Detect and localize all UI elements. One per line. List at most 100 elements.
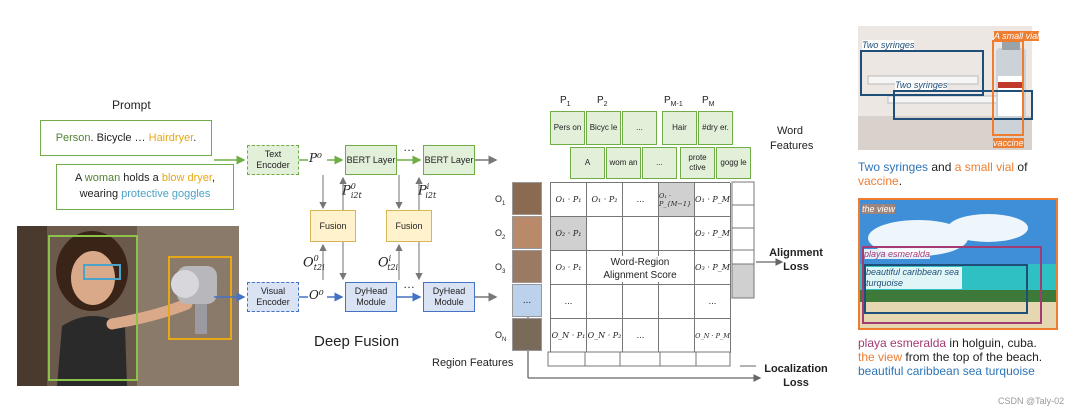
alignment-grid-center-label: Word-Region Alignment Score	[590, 256, 690, 282]
prompt-box-categories: Person. Bicycle … Hairdryer.	[40, 120, 212, 156]
alignment-cell: O₁ · P₁	[551, 183, 587, 217]
prompt-categories-text: Person. Bicycle … Hairdryer.	[56, 132, 197, 144]
word-cell-row2: gogg le	[716, 147, 751, 179]
symbol-o-t2i-i: Oit2i	[378, 254, 399, 272]
ex1-label-vial: A small vial	[994, 31, 1040, 41]
word-features-label: Word Features	[770, 125, 814, 152]
bbox-person	[48, 235, 138, 381]
alignment-cell: O₁ · P₂	[587, 183, 623, 217]
word-cell-row2: prote ctive	[680, 147, 715, 179]
alignment-cell	[623, 217, 659, 251]
bbox-the-view	[858, 198, 1058, 330]
prompt-categories-segment: Person	[55, 132, 91, 144]
alignment-cell	[587, 217, 623, 251]
region-features-label: Region Features	[432, 357, 514, 369]
word-cell-row2: ...	[642, 147, 677, 179]
word-cell-row2: A	[570, 147, 605, 179]
o-label: ON	[495, 330, 507, 343]
bbox-syringe-2	[893, 90, 1033, 120]
alignment-cell: O₁ · P_M	[695, 183, 731, 217]
prompt-caption-segment: ,	[211, 172, 216, 184]
ex2-label-the-view: the view	[862, 204, 896, 214]
alignment-cell	[587, 285, 623, 319]
alignment-cell: O₂ · P_M	[695, 217, 731, 251]
alignment-loss-label: Alignment Loss	[769, 247, 823, 273]
fusion-block-0: Fusion	[310, 210, 356, 242]
ex2-caption-segment: in holguin, cuba.	[946, 336, 1037, 350]
alignment-cell: ...	[551, 285, 587, 319]
ex1-caption-segment: .	[898, 174, 903, 188]
word-cell-row1: #dry er.	[698, 111, 733, 145]
ex1-caption-segment: and	[928, 160, 955, 174]
ex1-label-syringe-1: Two syringes	[862, 40, 915, 50]
bbox-goggles	[83, 264, 121, 280]
text-encoder: Text Encoder	[247, 145, 299, 175]
ex2-label-caribbean: beautiful caribbean sea turquoise	[866, 267, 962, 289]
alignment-cell: O₁ · P_{M−1}	[659, 183, 695, 217]
alignment-cell	[659, 251, 695, 285]
bbox-playa-esmeralda	[862, 246, 1042, 324]
bert-layer-i: BERT Layer	[423, 145, 475, 175]
alignment-cell: ...	[695, 285, 731, 319]
ex1-caption-segment: of	[1014, 160, 1028, 174]
ex1-caption-segment: Two syringes	[858, 160, 929, 174]
prompt-categories-segment: . Bicycle …	[90, 132, 149, 144]
prompt-categories-segment: .	[193, 132, 197, 144]
p-label: PM-1	[664, 95, 683, 108]
o-label: O1	[495, 194, 506, 207]
word-cell-row1: Hair	[662, 111, 697, 145]
region-thumbnail: ...	[512, 284, 542, 317]
ex1-label-syringe-2: Two syringes	[895, 80, 948, 90]
symbol-p-i2t-i: Pii2t	[418, 182, 437, 200]
alignment-cell: ...	[623, 183, 659, 217]
fusion-block-i: Fusion	[386, 210, 432, 242]
bbox-vial	[992, 40, 1024, 136]
prompt-categories-segment: Hairdryer	[148, 132, 194, 144]
region-thumbnail	[512, 182, 542, 215]
symbol-p0: P⁰	[309, 151, 322, 165]
ex1-caption-segment: a small vial	[954, 160, 1015, 174]
region-thumbnail	[512, 250, 542, 283]
p-label: PM	[702, 95, 715, 108]
word-cell-row1: ...	[622, 111, 657, 145]
prompt-caption-line2: wearing protective goggles	[57, 186, 233, 202]
word-cell-row2: wom an	[606, 147, 641, 179]
prompt-caption-segment: protective goggles	[121, 188, 211, 200]
bbox-hairdryer	[168, 256, 232, 340]
ex2-label-playa: playa esmeralda	[864, 249, 931, 259]
ex1-label-vaccine: vaccine	[993, 138, 1024, 148]
watermark: CSDN @Taly-02	[998, 396, 1065, 406]
p-label: P2	[597, 95, 608, 108]
input-photo-illustration	[17, 226, 239, 386]
word-cell-row1: Bicyc le	[586, 111, 621, 145]
localization-loss-label: Localization Loss	[764, 363, 828, 389]
symbol-o-t2i-0: O0t2i	[303, 254, 325, 272]
prompt-caption-line1: A woman holds a blow dryer,	[57, 170, 233, 186]
prompt-caption-segment: blow dryer	[161, 172, 212, 184]
ex2-caption-segment: from the top of the beach.	[902, 350, 1043, 364]
example-syringes-caption: Two syringes and a small vial of vaccine…	[858, 160, 1038, 188]
p-label: P1	[560, 95, 571, 108]
bbox-syringe-1	[860, 50, 984, 96]
prompt-caption-segment: wearing	[79, 188, 122, 200]
ex2-caption-segment: the view	[858, 350, 903, 364]
dyhead-module-i: DyHead Module	[423, 282, 475, 312]
prompt-title: Prompt	[112, 98, 151, 112]
o-label: O3	[495, 262, 506, 275]
deep-fusion-label: Deep Fusion	[314, 333, 400, 350]
alignment-cell: O₃ · P₁	[551, 251, 587, 285]
alignment-cell	[659, 285, 695, 319]
ex2-caption-segment: beautiful caribbean sea turquoise	[858, 364, 1035, 378]
symbol-p-i2t-0: P0i2t	[342, 182, 362, 200]
dots-top: …	[403, 140, 415, 154]
region-thumbnail	[512, 216, 542, 249]
prompt-box-caption: A woman holds a blow dryer, wearing prot…	[56, 164, 234, 210]
prompt-caption-segment: A	[74, 172, 85, 184]
dots-bottom: …	[403, 277, 415, 291]
region-thumbnail	[512, 318, 542, 351]
alignment-cell	[659, 217, 695, 251]
ex1-caption-segment: vaccine	[858, 174, 899, 188]
